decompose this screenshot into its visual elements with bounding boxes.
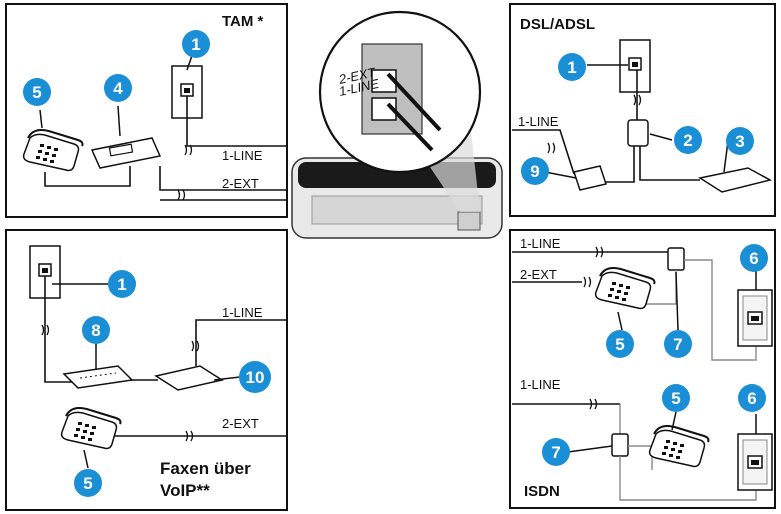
badge-wall: 6 xyxy=(738,384,766,412)
dsl-splitter-icon xyxy=(627,119,649,147)
voip-wall-cable xyxy=(44,276,72,383)
tam-phone-cable xyxy=(44,166,131,187)
modem-icon xyxy=(698,167,773,193)
tam-line2-label: 2-EXT xyxy=(222,176,259,191)
badge-wall: 1 xyxy=(108,270,136,298)
svg-text:9: 9 xyxy=(530,162,539,181)
badge-phone: 5 xyxy=(74,469,102,497)
svg-text:3: 3 xyxy=(735,132,744,151)
panel-tam-title: TAM * xyxy=(222,13,264,30)
dsl-line1-label: 1-LINE xyxy=(518,114,559,129)
svg-text:4: 4 xyxy=(113,79,123,98)
tam-line1-cable xyxy=(186,96,287,147)
badge-phone: 5 xyxy=(662,384,690,412)
tam-ext-cable xyxy=(159,166,287,191)
panel-voip-title: Faxen über xyxy=(160,459,251,478)
svg-text:5: 5 xyxy=(615,335,624,354)
voip-line1-cable xyxy=(195,319,287,366)
panel-voip-frame xyxy=(5,229,288,511)
printer: 1-LINE 2-EXT xyxy=(291,10,503,239)
isdn-wall-cable xyxy=(619,456,757,501)
svg-text:10: 10 xyxy=(246,368,265,387)
svg-text:2: 2 xyxy=(683,131,692,150)
wall-jack-icon xyxy=(619,39,651,93)
panel-voip-title-2: VoIP** xyxy=(160,481,210,500)
dsl-filter-cable xyxy=(602,146,635,183)
voip-adapter-icon xyxy=(154,365,224,391)
panel-isdn: 1-LINE ISDN 6 5 7 xyxy=(512,377,773,501)
badge-adapter: 10 xyxy=(239,361,271,393)
multi-line2-label: 2-EXT xyxy=(520,267,557,282)
badge-router: 8 xyxy=(82,316,110,344)
badge-filter: 9 xyxy=(521,157,549,185)
badge-wall: 1 xyxy=(558,53,586,81)
badge-machine: 4 xyxy=(104,74,132,102)
svg-text:6: 6 xyxy=(747,389,756,408)
svg-text:5: 5 xyxy=(671,389,680,408)
badge-phone: 5 xyxy=(23,78,51,106)
badge-modem: 3 xyxy=(726,127,754,155)
multi-line1-label: 1-LINE xyxy=(520,236,561,251)
badge-splitter: 2 xyxy=(674,126,702,154)
panel-dsl: DSL/ADSL 1-LINE 1 2 3 xyxy=(509,3,776,217)
badge-phone: 5 xyxy=(606,330,634,358)
printer-ports xyxy=(457,211,481,231)
svg-text:5: 5 xyxy=(83,474,92,493)
svg-text:1: 1 xyxy=(567,58,576,77)
badge-splitter: 7 xyxy=(664,330,692,358)
wall-jack-icon xyxy=(737,433,773,491)
wall-jack-icon xyxy=(737,289,773,347)
voip-line1-label: 1-LINE xyxy=(222,305,263,320)
svg-text:8: 8 xyxy=(91,321,100,340)
svg-text:7: 7 xyxy=(551,443,560,462)
splitter-icon xyxy=(667,247,685,271)
panel-multi: 1-LINE 2-EXT 6 5 7 xyxy=(509,229,776,509)
dsl-modem-cable xyxy=(639,146,700,181)
panel-dsl-title: DSL/ADSL xyxy=(520,16,595,33)
panel-voip: 1-LINE 2-EXT Faxen über VoIP** 1 8 10 5 xyxy=(5,229,288,511)
svg-text:1: 1 xyxy=(191,35,200,54)
svg-text:1: 1 xyxy=(117,275,126,294)
multi-wall-cable xyxy=(684,259,757,361)
voip-line2-label: 2-EXT xyxy=(222,416,259,431)
panel-tam: TAM * 1-LINE 2-EXT 1 5 4 xyxy=(5,3,288,218)
dsl-line1-cable xyxy=(512,129,575,175)
badge-splitter: 7 xyxy=(542,438,570,466)
isdn-line1-label: 1-LINE xyxy=(520,377,561,392)
svg-text:5: 5 xyxy=(32,83,41,102)
splitter-icon xyxy=(611,433,629,457)
panel-isdn-title: ISDN xyxy=(524,483,560,500)
svg-text:6: 6 xyxy=(749,249,758,268)
svg-text:7: 7 xyxy=(673,335,682,354)
dsl-filter-icon xyxy=(573,165,607,191)
answering-machine-icon xyxy=(90,137,162,169)
panel-tam-frame xyxy=(5,3,288,218)
badge-wall: 1 xyxy=(182,30,210,58)
badge-wall: 6 xyxy=(740,244,768,272)
tam-line1-label: 1-LINE xyxy=(222,148,263,163)
zoom-circle: 1-LINE 2-EXT xyxy=(318,10,482,174)
